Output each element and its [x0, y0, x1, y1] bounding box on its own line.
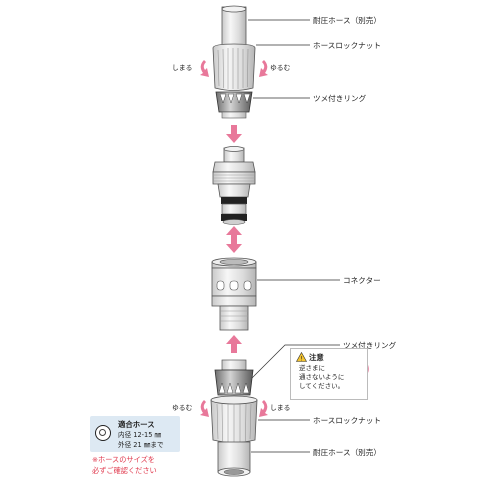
- inner-diameter: 内径 12-15 ㎜: [118, 431, 162, 439]
- label-close-bottom: しまる: [270, 404, 291, 412]
- caution-title: 注意: [309, 353, 324, 362]
- svg-text:!: !: [300, 356, 302, 362]
- label-loosen-bottom: ゆるむ: [172, 404, 193, 412]
- top-hose: [221, 5, 247, 48]
- rotate-arrow-close-top: [200, 60, 209, 77]
- arrow-down-1: [226, 125, 242, 143]
- label-close-top: しまる: [172, 64, 193, 72]
- hose-joint-plug: [212, 146, 256, 225]
- note-line-2: 必ずご確認ください: [92, 466, 157, 475]
- caution-body: 逆さまに 通さないように してください。: [299, 364, 344, 391]
- label-ring-bottom: ツメ付きリング: [343, 341, 397, 350]
- hose-cross-section-icon: [95, 425, 111, 441]
- caution-line-3: してください。: [299, 382, 345, 390]
- label-ring-top: ツメ付きリング: [313, 94, 367, 103]
- rotate-arrow-loosen-top: [259, 60, 268, 77]
- arrow-connect: [226, 226, 242, 253]
- caution-line-1: 逆さまに: [299, 364, 325, 372]
- rotate-arrow-close-bottom: [259, 400, 268, 417]
- bottom-hose: [217, 441, 251, 477]
- outer-diameter: 外径 21 ㎜まで: [118, 441, 164, 449]
- compatible-hose-title: 適合ホース: [118, 420, 155, 429]
- bottom-claw-ring: [214, 359, 254, 396]
- label-connector: コネクター: [343, 276, 381, 285]
- label-lock-nut-top: ホースロックナット: [313, 41, 381, 50]
- caution-line-2: 通さないように: [299, 373, 345, 381]
- compatible-hose-box: 適合ホース 内径 12-15 ㎜ 外径 21 ㎜まで: [90, 416, 180, 452]
- label-hose-bottom: 耐圧ホース（別売）: [313, 448, 381, 457]
- leader-lines: [248, 19, 340, 453]
- caution-box: ! 注意 逆さまに 通さないように してください。: [290, 348, 368, 400]
- label-loosen-top: ゆるむ: [270, 64, 291, 72]
- bottom-hose-lock-nut: [210, 395, 258, 443]
- label-lock-nut-bottom: ホースロックナット: [313, 416, 381, 425]
- top-claw-ring: [215, 91, 253, 119]
- connector-part: [211, 257, 257, 331]
- top-hose-lock-nut: [212, 43, 256, 91]
- arrow-up: [226, 335, 242, 353]
- note-line-1: ※ホースのサイズを: [92, 455, 155, 464]
- label-hose-top: 耐圧ホース（別売）: [313, 16, 381, 25]
- rotate-arrow-loosen-bottom: [200, 400, 209, 417]
- warning-icon: !: [296, 352, 307, 362]
